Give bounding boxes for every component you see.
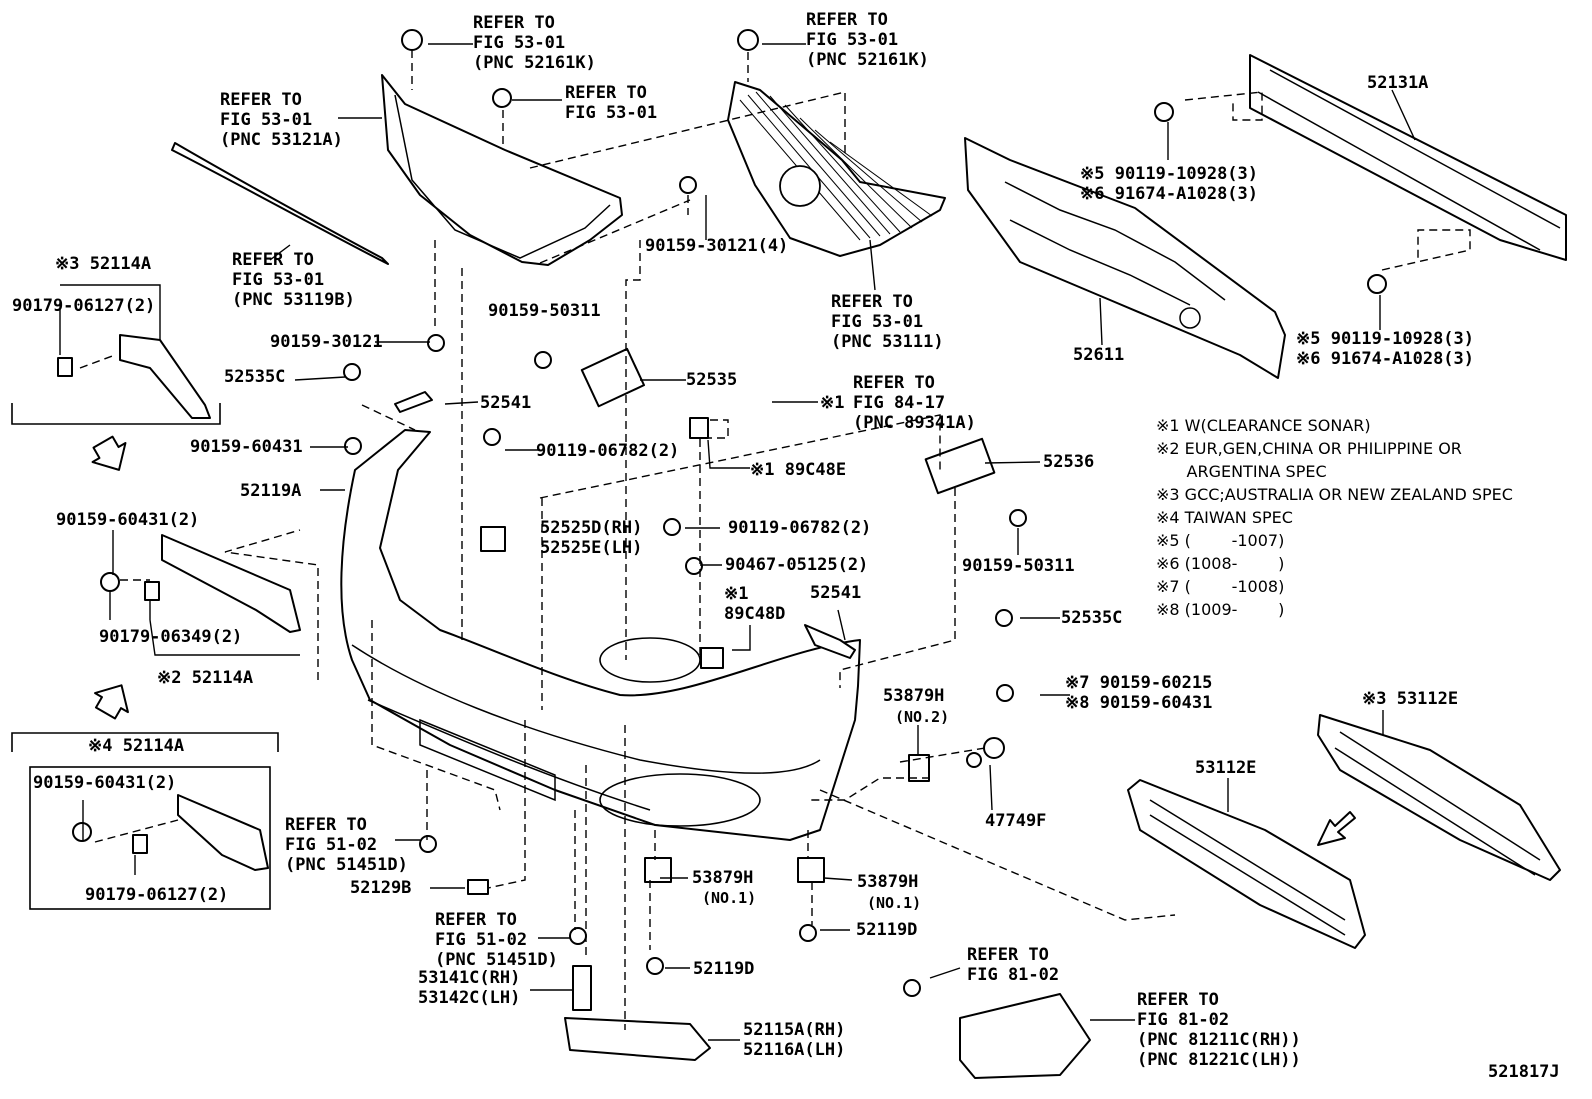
callout-52115a: 52115A(RH) 52116A(LH) [743, 1020, 846, 1060]
callout-52129b: 52129B [350, 878, 412, 898]
callout-47749f: 47749F [985, 811, 1047, 831]
callout-ref-51451d-b: REFER TO FIG 51-02 (PNC 51451D) [435, 910, 558, 970]
legend-note: ※5 ( -1007) [1156, 531, 1285, 550]
callout-52114a-3: ※3 52114A [55, 254, 152, 274]
arrow-diag-icon [1317, 811, 1356, 846]
callout-52131a: 52131A [1367, 73, 1429, 93]
reinforcement-part [1249, 54, 1567, 261]
bumper-cover-part [340, 429, 861, 841]
fog-opening [599, 773, 761, 827]
callout-no1b: (NO.1) [867, 894, 922, 912]
callout-90159-30121-4: 90159-30121(4) [645, 236, 789, 256]
callout-90119-06782-2a: 90119-06782(2) [536, 441, 680, 461]
license-bracket-c [177, 794, 269, 871]
callout-52535c-a: 52535C [224, 367, 286, 387]
mesh-grille-part [727, 81, 946, 257]
callout-no2: (NO.2) [895, 708, 950, 726]
bracket-52536 [924, 437, 996, 495]
callout-ref-52161k-b: REFER TO FIG 53-01 (PNC 52161K) [806, 10, 929, 70]
license-bracket-a [119, 334, 211, 419]
callout-52535: 52535 [686, 370, 738, 390]
lower-grille-part [1127, 779, 1366, 949]
callout-ref-5301: REFER TO FIG 53-01 [565, 83, 658, 123]
callout-ref-53111: REFER TO FIG 53-01 (PNC 53111) [831, 292, 944, 352]
legend-note: ※2 EUR,GEN,CHINA OR PHILIPPINE OR [1156, 439, 1462, 458]
legend-note: ※7 ( -1008) [1156, 577, 1285, 596]
callout-52525d: 52525D(RH) 52525E(LH) [540, 518, 643, 558]
callout-52541-b: 52541 [810, 583, 862, 603]
callout-x1-a: ※1 [820, 393, 845, 413]
callout-52119a: 52119A [240, 481, 302, 501]
callout-90179-06127-2b: 90179-06127(2) [85, 885, 229, 905]
callout-90467-05125: 90467-05125(2) [725, 555, 869, 575]
callout-no1a: (NO.1) [702, 889, 757, 907]
callout-90159-60215: ※7 90159-60215 ※8 90159-60431 [1065, 673, 1213, 713]
legend-note: ※1 W(CLEARANCE SONAR) [1156, 416, 1371, 435]
callout-90159-60431-2a: 90159-60431(2) [56, 510, 200, 530]
callout-90179-06349: 90179-06349(2) [99, 627, 243, 647]
callout-52114a-4: ※4 52114A [88, 736, 185, 756]
legend-note: ※4 TAIWAN SPEC [1156, 508, 1293, 527]
grille-frame-part [381, 74, 623, 266]
callout-53879h-no2: 53879H [883, 686, 945, 706]
arrow-up-icon [94, 684, 129, 720]
callout-90119-10928-top: ※5 90119-10928(3) ※6 91674-A1028(3) [1080, 164, 1259, 204]
callout-90159-60431-a: 90159-60431 [190, 437, 303, 457]
callout-ref-52161k-a: REFER TO FIG 53-01 (PNC 52161K) [473, 13, 596, 73]
callout-53141c: 53141C(RH) 53142C(LH) [418, 968, 521, 1008]
absorber-part [964, 137, 1286, 379]
callout-53879h-no1a: 53879H [692, 868, 754, 888]
callout-52535c-b: 52535C [1061, 608, 1123, 628]
callout-52119d-b: 52119D [693, 959, 755, 979]
callout-90159-30121: 90159-30121 [270, 332, 383, 352]
bolts [72, 29, 1387, 997]
callout-ref-8102: REFER TO FIG 81-02 [967, 945, 1060, 985]
callout-90119-06782-2b: 90119-06782(2) [728, 518, 872, 538]
callout-ref-53121a: REFER TO FIG 53-01 (PNC 53121A) [220, 90, 343, 150]
legend-note: ※8 (1009- ) [1156, 600, 1285, 619]
legend-note: ※6 (1008- ) [1156, 554, 1285, 573]
callout-53112e: 53112E [1195, 758, 1257, 778]
arrow-down-icon [91, 435, 127, 471]
license-bracket-b [161, 534, 301, 633]
callout-90179-06127-2a: 90179-06127(2) [12, 296, 156, 316]
callout-52114a-2: ※2 52114A [157, 668, 254, 688]
callout-89c48d: ※1 89C48D [724, 584, 786, 624]
diagram-id: 521817J [1488, 1062, 1560, 1082]
callout-53112e-3: ※3 53112E [1362, 689, 1459, 709]
callout-ref-51451d-a: REFER TO FIG 51-02 (PNC 51451D) [285, 815, 408, 875]
callout-90159-50311-b: 90159-50311 [962, 556, 1075, 576]
legend-note: ARGENTINA SPEC [1156, 462, 1327, 481]
side-bracket-part [572, 965, 592, 1011]
callout-52119d-a: 52119D [856, 920, 918, 940]
callout-53879h-no1b: 53879H [857, 872, 919, 892]
callout-90119-10928-bot: ※5 90119-10928(3) ※6 91674-A1028(3) [1296, 329, 1475, 369]
callout-90159-50311-a: 90159-50311 [488, 301, 601, 321]
callout-90159-60431-2b: 90159-60431(2) [33, 773, 177, 793]
callout-89c48e: ※1 89C48E [750, 460, 847, 480]
sensor-part [580, 347, 646, 408]
callout-52541-a: 52541 [480, 393, 532, 413]
bracket-group-box-4 [29, 766, 271, 910]
legend-note: ※3 GCC;AUSTRALIA OR NEW ZEALAND SPEC [1156, 485, 1513, 504]
molding-strip-part [171, 142, 389, 265]
callout-52536: 52536 [1043, 452, 1095, 472]
fog-lamp-part [959, 993, 1091, 1079]
callout-ref-53119b: REFER TO FIG 53-01 (PNC 53119B) [232, 250, 355, 310]
lower-grille-part-alt [1317, 714, 1561, 881]
callout-ref-89341a: REFER TO FIG 84-17 (PNC 89341A) [853, 373, 976, 433]
bracket-group-box-3 [11, 403, 221, 425]
lower-bracket-part [564, 1017, 711, 1061]
callout-ref-81211c: REFER TO FIG 81-02 (PNC 81211C(RH)) (PNC… [1137, 990, 1301, 1070]
callout-52611: 52611 [1073, 345, 1125, 365]
emblem-opening [779, 165, 821, 207]
